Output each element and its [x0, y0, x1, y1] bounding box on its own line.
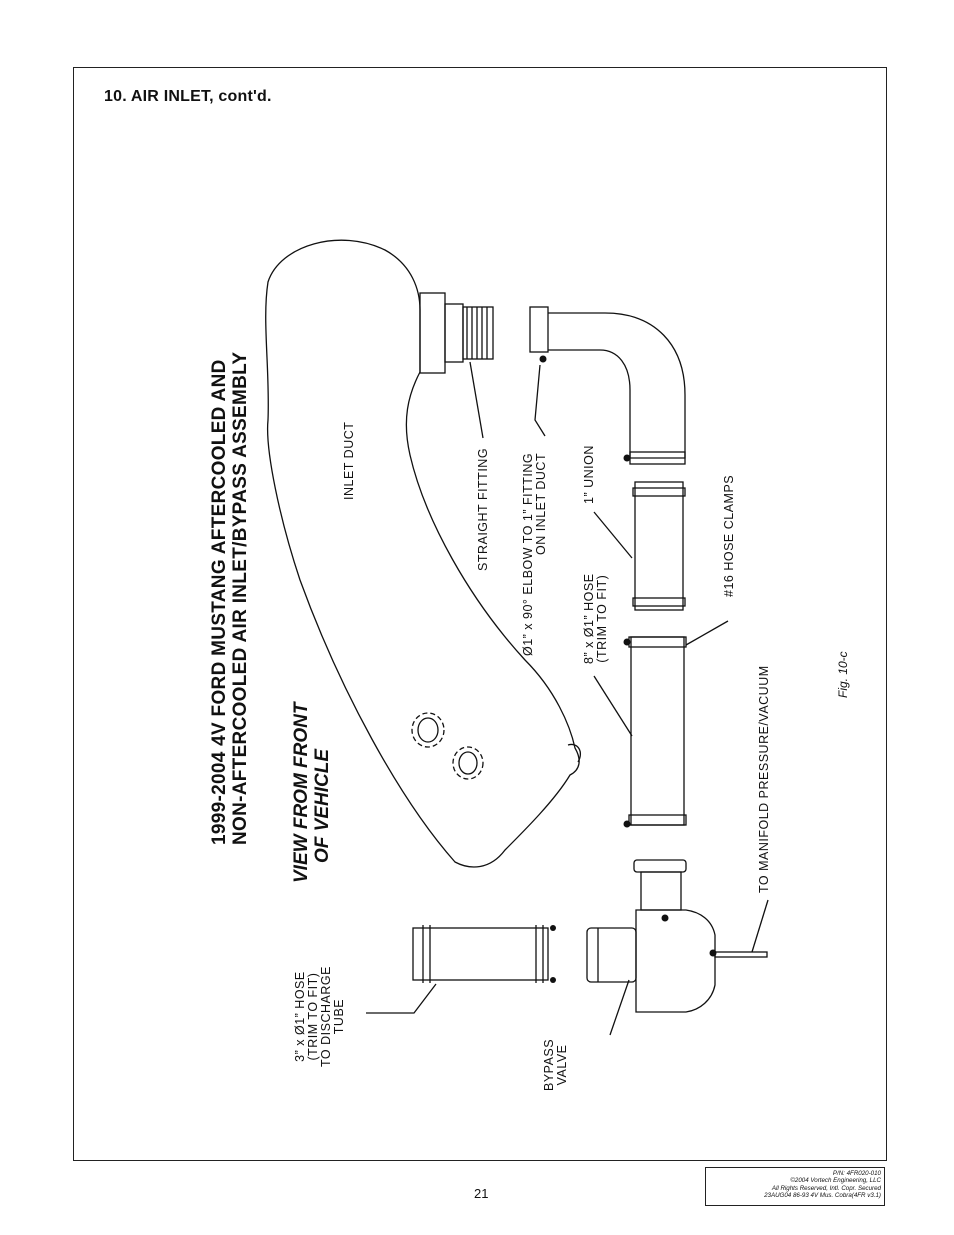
label-elbow: Ø1” x 90° ELBOW TO 1” FITTING ON INLET D…	[521, 452, 549, 656]
label-union: 1” UNION	[582, 445, 596, 504]
label-8in-hose: 8” x Ø1” HOSE (TRIM TO FIT)	[582, 573, 610, 664]
elbow	[548, 312, 686, 459]
straight-fitting	[462, 306, 494, 360]
elbow-end-fitting	[529, 306, 549, 353]
label-bypass-valve: BYPASS VALVE	[542, 1038, 570, 1091]
union-tube	[634, 481, 684, 611]
view-caption-line2: OF VEHICLE	[311, 748, 333, 863]
label-3in-hose: 3” x Ø1” HOSE (TRIM TO FIT) TO DISCHARGE…	[293, 966, 347, 1067]
doc-code: 23AUG04 86-93 4V Mus. Cobra(4FR v3.1)	[764, 1192, 881, 1200]
hose-clamp-top	[628, 636, 687, 648]
valve-outlet	[586, 927, 637, 983]
union-band-top	[632, 487, 686, 497]
label-manifold: TO MANIFOLD PRESSURE/VACUUM	[757, 665, 771, 893]
diagram-title: 1999-2004 4V FORD MUSTANG AFTERCOOLED AN…	[209, 351, 252, 845]
hose-3in	[412, 927, 549, 981]
valve-nipple	[714, 951, 768, 958]
diagram-title-line2: NON-AFTERCOOLED AIR INLET/BYPASS ASSEMBL…	[229, 351, 251, 845]
duct-boss	[419, 292, 446, 374]
hose-clamp-bottom	[628, 814, 687, 826]
union-band-bottom	[632, 597, 686, 607]
view-caption-line1: VIEW FROM FRONT	[291, 702, 312, 883]
figure-label: Fig. 10-c	[836, 651, 850, 698]
part-number-box: P/N: 4FR020-010 ©2004 Vortech Engineerin…	[705, 1167, 885, 1206]
label-hose-clamps: #16 HOSE CLAMPS	[722, 474, 736, 597]
section-title: 10. AIR INLET, cont'd.	[104, 88, 272, 105]
fitting-hex	[444, 303, 464, 363]
label-straight-fitting: STRAIGHT FITTING	[476, 447, 490, 571]
page-frame	[73, 67, 887, 1161]
valve-cap	[633, 859, 687, 873]
label-inlet-duct: INLET DUCT	[342, 421, 356, 500]
page-number: 21	[474, 1186, 489, 1201]
duct-cap-1	[411, 712, 445, 748]
rights-notice: All Rights Reserved, Intl. Copr. Secured	[771, 1184, 881, 1192]
diagram-title-line1: 1999-2004 4V FORD MUSTANG AFTERCOOLED AN…	[209, 359, 230, 845]
duct-cap-2	[452, 746, 484, 780]
view-caption: VIEW FROM FRONT OF VEHICLE	[291, 702, 334, 883]
hose-8in	[630, 636, 685, 826]
part-number: P/N: 4FR020-010	[832, 1170, 881, 1177]
valve-body	[635, 909, 716, 1013]
valve-upper	[640, 871, 682, 911]
copyright: ©2004 Vortech Engineering, LLC	[790, 1177, 881, 1185]
